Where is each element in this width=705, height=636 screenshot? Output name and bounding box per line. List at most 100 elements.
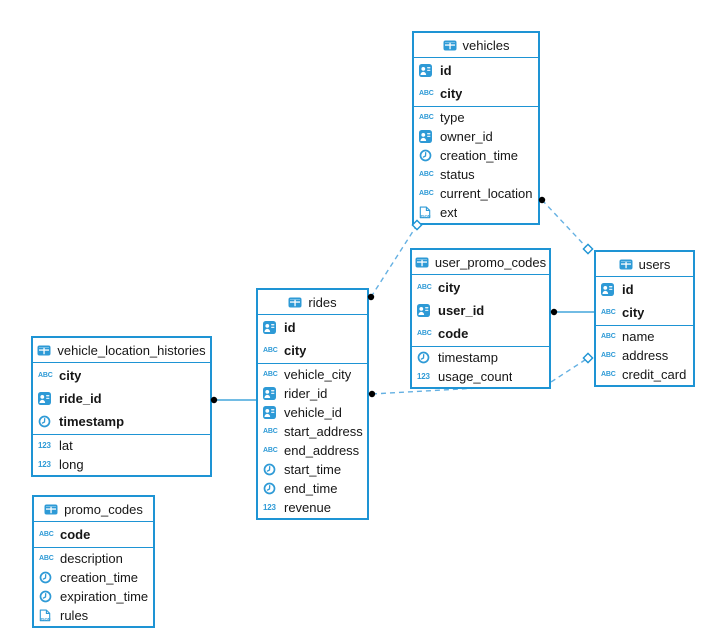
column-name: rules — [60, 608, 89, 623]
column-row-user_id: user_id — [412, 299, 549, 322]
string-icon: ABC — [263, 347, 278, 354]
column-row-code: ABC code — [412, 322, 549, 345]
column-name: expiration_time — [60, 589, 149, 604]
column-row-city: ABC city — [258, 339, 367, 362]
string-icon: ABC — [419, 190, 434, 197]
table-header[interactable]: user_promo_codes — [412, 250, 549, 275]
column-row-creation_time: creation_time — [414, 146, 538, 165]
column-name: ext — [440, 205, 458, 220]
timestamp-icon — [38, 415, 59, 428]
uuid-icon — [263, 387, 284, 400]
column-name: id — [622, 282, 634, 297]
timestamp-icon — [39, 590, 60, 603]
column-row-expiration_time: expiration_time — [34, 587, 153, 606]
table-header[interactable]: promo_codes — [34, 497, 153, 522]
uuid-icon — [419, 130, 440, 143]
column-row-vehicle_id: vehicle_id — [258, 403, 367, 422]
string-icon: ABC — [417, 330, 432, 337]
svg-text:JSON: JSON — [40, 616, 51, 621]
timestamp-icon — [419, 149, 440, 162]
string-icon: ABC — [263, 428, 278, 435]
table-header[interactable]: vehicle_location_histories — [33, 338, 210, 363]
relationship-vehicles-to-users[interactable] — [541, 199, 589, 250]
column-name: end_address — [284, 443, 360, 458]
table-title: vehicles — [462, 37, 510, 53]
column-row-rider_id: rider_id — [258, 384, 367, 403]
string-icon: ABC — [601, 371, 616, 378]
column-name: start_address — [284, 424, 363, 439]
column-name: creation_time — [440, 148, 519, 163]
integer-icon: 123 — [38, 459, 51, 469]
column-row-city: ABC city — [596, 301, 693, 324]
column-name: start_time — [284, 462, 342, 477]
uuid-icon — [419, 64, 440, 77]
string-icon: ABC — [419, 90, 434, 97]
table-icon — [288, 297, 302, 308]
column-row-timestamp: timestamp — [412, 348, 549, 367]
table-title: promo_codes — [64, 501, 143, 517]
table-icon — [37, 345, 51, 356]
column-row-end_time: end_time — [258, 479, 367, 498]
table-header[interactable]: users — [596, 252, 693, 277]
string-icon: ABC — [38, 372, 53, 379]
column-name: city — [622, 305, 645, 320]
json-icon: JSON — [39, 609, 60, 622]
column-name: code — [438, 326, 469, 341]
table-icon — [415, 257, 429, 268]
column-row-start_address: ABC start_address — [258, 422, 367, 441]
column-name: user_id — [438, 303, 485, 318]
column-row-city: ABC city — [414, 82, 538, 105]
column-name: vehicle_city — [284, 367, 352, 382]
column-row-id: id — [414, 59, 538, 82]
column-name: name — [622, 329, 655, 344]
table-header[interactable]: rides — [258, 290, 367, 315]
timestamp-icon — [263, 482, 284, 495]
column-name: city — [440, 86, 463, 101]
string-icon: ABC — [39, 531, 54, 538]
column-row-timestamp: timestamp — [33, 410, 210, 433]
relationship-rides-to-users[interactable] — [371, 357, 589, 395]
string-icon: ABC — [601, 309, 616, 316]
column-row-rules: JSON rules — [34, 606, 153, 625]
string-icon: ABC — [419, 114, 434, 121]
column-name: creation_time — [60, 570, 139, 585]
table-title: user_promo_codes — [434, 254, 547, 270]
table-icon — [619, 259, 633, 270]
string-icon: ABC — [601, 352, 616, 359]
column-name: city — [284, 343, 307, 358]
column-row-creation_time: creation_time — [34, 568, 153, 587]
json-icon: JSON — [419, 206, 440, 219]
table-header[interactable]: vehicles — [414, 33, 538, 58]
column-row-owner_id: owner_id — [414, 127, 538, 146]
string-icon: ABC — [417, 284, 432, 291]
column-name: ride_id — [59, 391, 102, 406]
uuid-icon — [601, 283, 622, 296]
column-name: lat — [59, 438, 73, 453]
